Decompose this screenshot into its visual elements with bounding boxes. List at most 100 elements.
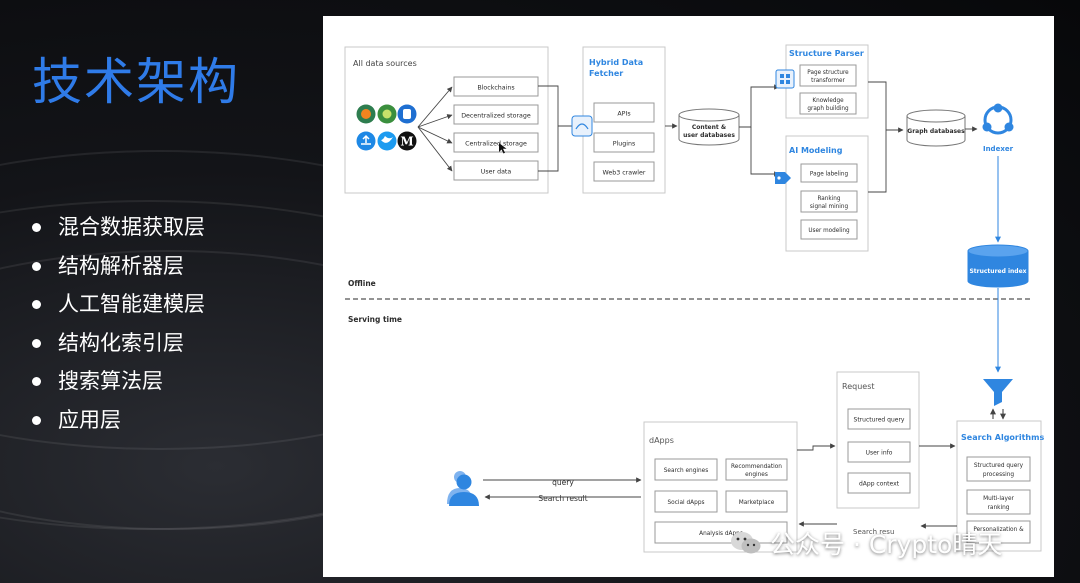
user-icon [447,471,479,506]
ai-item: Page labeling [800,163,858,183]
arrow [868,81,903,193]
layer-item: 混合数据获取层 [28,212,205,251]
wechat-icon [731,532,761,554]
layer-item: 结构化索引层 [28,328,205,367]
hybrid-data-fetcher: Hybrid Data Fetcher APIs Plugins Web3 cr… [571,46,666,194]
source-item: Decentralized storage [453,104,539,125]
parser-item: Page structure transformer [799,64,857,87]
svg-text:Graph databases: Graph databases [907,128,965,135]
dapp-item: Social dApps [654,490,718,513]
dapp-item: Recommendation engines [725,458,788,481]
svg-text:Personalization &: Personalization & [973,527,1024,533]
fetcher-title: Fetcher [589,69,623,78]
algorithm-item: Multi-layer ranking [966,489,1031,515]
parser-title: Structure Parser [789,49,864,58]
parser-item: Knowledge graph building [799,92,857,115]
svg-text:Content &: Content & [692,124,726,131]
fetcher-item: Web3 crawler [593,161,655,182]
search-algorithms-panel: Search Algorithms Structured query proce… [956,420,1044,552]
indexer: Indexer [982,103,1014,153]
search-result-label: Search resu [853,528,894,536]
svg-text:ranking: ranking [988,505,1010,511]
architecture-diagram: All data sources M [344,44,1044,553]
parser-badge-icon [775,69,795,89]
graph-databases: Graph databases [906,109,966,147]
dapp-item: Marketplace [725,490,788,513]
svg-text:Page labeling: Page labeling [810,172,849,178]
layer-item: 搜索算法层 [28,366,205,405]
dapp-item: Search engines [654,458,718,481]
layer-item: 应用层 [28,405,205,444]
layer-item: 人工智能建模层 [28,289,205,328]
svg-text:M: M [400,135,413,149]
fetcher-item: Plugins [593,132,655,153]
request-item: Structured query [847,408,911,430]
svg-text:transformer: transformer [811,78,845,84]
layer-list: 混合数据获取层 结构解析器层 人工智能建模层 结构化索引层 搜索算法层 应用层 [28,212,205,443]
svg-text:user databases: user databases [683,132,735,139]
svg-text:Plugins: Plugins [613,141,636,148]
svg-text:Decentralized storage: Decentralized storage [461,113,531,120]
svg-text:User modeling: User modeling [808,228,850,234]
svg-text:Marketplace: Marketplace [739,500,775,506]
architecture-diagram-slide: All data sources M [323,16,1054,577]
serving-time-label: Serving time [348,315,402,324]
filter-icon [983,379,1013,406]
dapp-item: Analysis dApps [654,521,788,544]
svg-text:User info: User info [866,450,893,457]
fetcher-item: APIs [593,102,655,123]
svg-text:Analysis dApps: Analysis dApps [699,531,743,537]
slide-title: 技术架构 [32,53,240,111]
fetcher-title: Hybrid Data [589,58,643,67]
fetcher-badge-icon [571,115,593,137]
tag-icon [775,172,791,184]
svg-text:Search engines: Search engines [664,468,709,474]
svg-text:engines: engines [745,472,768,478]
svg-text:Structured query: Structured query [974,463,1024,469]
source-item: Centralized storage [453,132,539,153]
ai-modeling: AI Modeling Page labeling Ranking signal… [775,135,869,252]
data-sources-title: All data sources [353,59,417,68]
structured-index: Structured index [967,244,1029,288]
svg-text:Social dApps: Social dApps [667,500,704,506]
svg-text:Multi-layer: Multi-layer [983,496,1014,502]
arrow [417,114,453,128]
request-panel: Request Structured query User info dApp … [836,371,920,536]
ai-item: User modeling [800,219,858,240]
arrow [417,126,453,144]
ai-item: Ranking signal mining [800,190,858,213]
mouse-cursor-icon [499,143,507,154]
svg-text:Web3 crawler: Web3 crawler [602,170,645,177]
query-label: query [552,478,574,487]
source-item: User data [453,160,539,181]
svg-text:dApp context: dApp context [859,481,900,488]
svg-text:Indexer: Indexer [983,145,1014,153]
svg-text:Ranking: Ranking [817,196,840,202]
source-icon-grid: M [356,104,417,151]
arrow [417,126,453,172]
layer-item: 结构解析器层 [28,251,205,290]
svg-text:signal mining: signal mining [810,204,849,210]
source-item: Blockchains [453,76,539,97]
request-title: Request [842,382,875,391]
svg-text:Knowledge: Knowledge [812,98,844,104]
svg-text:Structured index: Structured index [969,268,1026,275]
arrow [797,443,836,451]
svg-text:Page structure: Page structure [807,70,849,76]
structure-parser: Structure Parser Page structure transfor… [775,44,869,119]
svg-text:Blockchains: Blockchains [477,85,514,92]
request-item: User info [847,441,911,463]
algorithm-item: Personalization & [966,520,1031,544]
search-result-label: Search result [538,494,587,503]
watermark-text: 公众号 · Crypto晴天 [770,530,1003,559]
svg-text:graph building: graph building [807,106,849,112]
dapps-title: dApps [649,436,674,445]
dapps-panel: dApps Search engines Recommendation engi… [643,421,798,553]
arrow [417,86,453,128]
data-sources-panel: All data sources M [344,46,549,194]
request-item: dApp context [847,472,911,494]
svg-text:Recommendation: Recommendation [731,464,782,470]
arrow [739,84,780,128]
svg-text:Centralized storage: Centralized storage [465,141,527,148]
